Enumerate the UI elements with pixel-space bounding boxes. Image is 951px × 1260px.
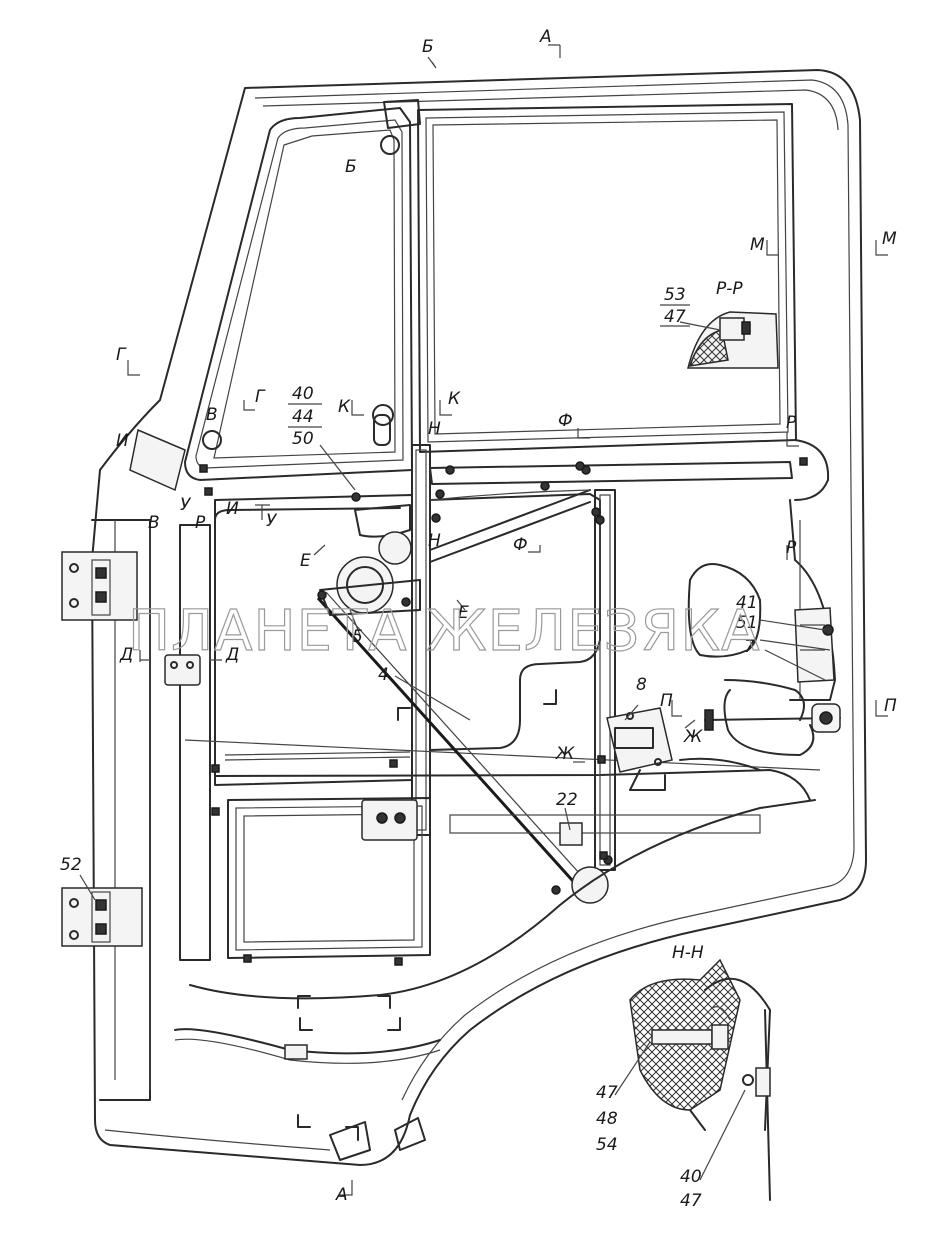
- mark-g-inner: Г: [255, 387, 266, 407]
- mark-u-left: У: [180, 495, 192, 515]
- section-labels: Р-Р Н-Н А А Б Б М М Г Г В В И И Р Р Р У …: [116, 27, 897, 1205]
- mark-r-left: Р: [195, 513, 206, 533]
- mark-r-right-bottom: Р: [786, 538, 797, 558]
- lock-mechanism: [794, 607, 835, 683]
- lower-hinge: [61, 887, 143, 947]
- section-nn-callout-48: 48: [596, 1109, 618, 1129]
- mark-u-right: У: [266, 511, 278, 531]
- inner-panel-lower-contour: [189, 799, 816, 1000]
- mark-k-left: К: [338, 397, 351, 417]
- upper-hinge: [61, 551, 138, 621]
- section-nn-callout-47b: 47: [680, 1191, 702, 1211]
- mark-f-bottom: Ф: [513, 535, 528, 555]
- section-p-p-detail: [687, 311, 779, 369]
- mark-n-bottom: Н: [428, 531, 441, 551]
- mark-k-right: К: [448, 389, 461, 409]
- glass-lower-channel: [449, 814, 761, 834]
- callout-41: 41: [736, 593, 758, 613]
- watermark-text: ПЛАНЕТА ЖЕЛЕЗЯКА: [128, 599, 760, 664]
- mark-e-right: Е: [458, 603, 469, 623]
- mark-n-top: Н: [428, 419, 441, 439]
- mark-p-left: П: [660, 691, 673, 711]
- callout-labels: 40 44 50 53 47 41 51 7 5 4 8 22 52 47 48…: [60, 285, 758, 1211]
- mark-zh-right: Ж: [683, 727, 703, 747]
- callout-5: 5: [352, 627, 363, 647]
- mark-i-right: И: [226, 499, 239, 519]
- beltline-rail: [429, 461, 793, 485]
- section-nn-callout-40: 40: [680, 1167, 702, 1187]
- mark-d-right: Д: [225, 645, 239, 665]
- mark-e-left: Е: [300, 551, 311, 571]
- door-check-plate: [164, 654, 201, 686]
- callout-7: 7: [744, 637, 755, 657]
- callout-22: 22: [556, 790, 578, 810]
- callout-47: 47: [664, 307, 686, 327]
- section-cut-arrows: [127, 44, 888, 1196]
- callout-8: 8: [636, 675, 647, 695]
- callout-50: 50: [292, 429, 314, 449]
- mark-m-left: М: [750, 235, 765, 255]
- section-nn-callout-54: 54: [596, 1135, 618, 1155]
- mark-r-right-top: Р: [786, 413, 797, 433]
- lower-sill: [104, 1028, 441, 1161]
- leader-lines: [79, 321, 831, 1181]
- mark-d-left: Д: [119, 645, 133, 665]
- mark-b-top: Б: [422, 37, 434, 57]
- mark-v-bottom: В: [148, 513, 160, 533]
- mark-m-right: М: [882, 229, 897, 249]
- channel-clip: [559, 822, 583, 846]
- mark-zh-left: Ж: [555, 744, 575, 764]
- section-n-n-detail: [629, 958, 771, 1201]
- inner-door-handle: [687, 563, 841, 756]
- door-outer-panel: [91, 69, 867, 1166]
- corner-marks: [297, 689, 557, 1141]
- mark-a-bottom: А: [335, 1185, 348, 1205]
- callout-51: 51: [736, 613, 758, 633]
- callout-44: 44: [292, 407, 314, 427]
- inner-panel: [179, 493, 821, 961]
- regulator-handle-bracket: [361, 799, 418, 841]
- callout-40: 40: [292, 384, 314, 404]
- callout-52: 52: [60, 855, 82, 875]
- section-title-p-p: Р-Р: [716, 279, 743, 299]
- mark-g-left: Г: [116, 345, 127, 365]
- mark-b-inner: Б: [345, 157, 357, 177]
- mark-v-top: В: [206, 405, 218, 425]
- section-title-n-n: Н-Н: [672, 943, 704, 963]
- lower-pocket: [227, 797, 431, 959]
- mark-a-top: А: [539, 27, 552, 47]
- section-nn-callout-47: 47: [596, 1083, 618, 1103]
- vent-window-pivot: [129, 135, 400, 492]
- callout-4: 4: [378, 665, 389, 685]
- main-window-frame: [417, 103, 797, 453]
- callout-53: 53: [664, 285, 686, 305]
- fasteners: [199, 457, 808, 966]
- lock-remote-control: [606, 707, 761, 791]
- mark-i-left: И: [116, 431, 129, 451]
- division-channel: [383, 99, 431, 836]
- mark-p-right: П: [884, 696, 897, 716]
- mark-f-top: Ф: [558, 411, 573, 431]
